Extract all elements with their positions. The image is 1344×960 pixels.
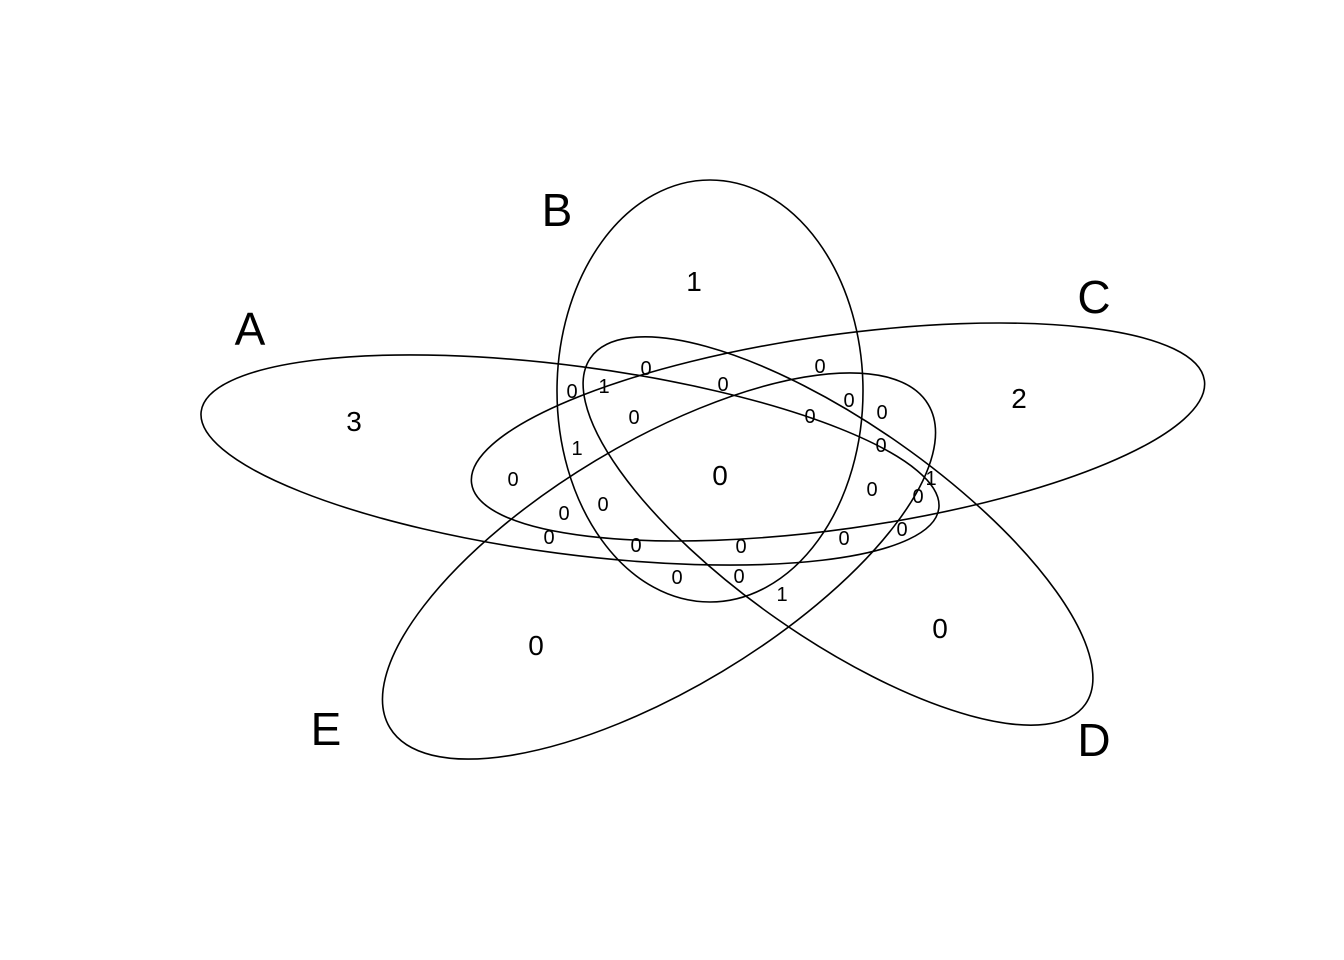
count-bcd: 0 [717, 374, 728, 396]
count-ad: 0 [896, 519, 907, 541]
count-ce: 1 [925, 468, 936, 490]
count-ab: 0 [566, 381, 577, 403]
count-e-only: 0 [528, 630, 544, 661]
set-b-outline [556, 179, 864, 603]
count-cd: 0 [876, 402, 887, 424]
count-abde: 0 [735, 536, 746, 558]
count-a-only: 3 [346, 406, 362, 437]
set-c-outline [470, 322, 1206, 542]
count-bde: 0 [733, 566, 744, 588]
count-de: 1 [776, 584, 787, 606]
set-label-a: A [235, 303, 266, 355]
count-d-only: 0 [932, 613, 948, 644]
count-c-only: 2 [1011, 383, 1027, 414]
count-bcde: 0 [804, 406, 815, 428]
count-bd: 0 [640, 358, 651, 380]
set-e-outline [381, 372, 937, 760]
count-acd: 0 [838, 528, 849, 550]
set-label-e: E [311, 703, 342, 755]
count-ac: 0 [507, 469, 518, 491]
set-d-outline [582, 336, 1094, 726]
count-ae: 0 [543, 527, 554, 549]
count-abce: 0 [597, 494, 608, 516]
count-ace: 0 [558, 503, 569, 525]
count-acde: 0 [866, 479, 877, 501]
count-cde: 0 [875, 435, 886, 457]
count-abc: 1 [571, 438, 582, 460]
set-label-c: C [1077, 271, 1110, 323]
count-abe: 0 [630, 535, 641, 557]
count-abcd: 0 [628, 407, 639, 429]
count-be: 0 [671, 567, 682, 589]
set-a-outline [200, 354, 940, 566]
count-bc: 0 [814, 356, 825, 378]
set-label-b: B [542, 184, 573, 236]
count-bce: 0 [843, 390, 854, 412]
count-b-only: 1 [686, 266, 702, 297]
count-ade: 0 [912, 486, 923, 508]
count-abd: 1 [598, 376, 609, 398]
count-abcde: 0 [712, 460, 728, 491]
set-label-d: D [1077, 714, 1110, 766]
